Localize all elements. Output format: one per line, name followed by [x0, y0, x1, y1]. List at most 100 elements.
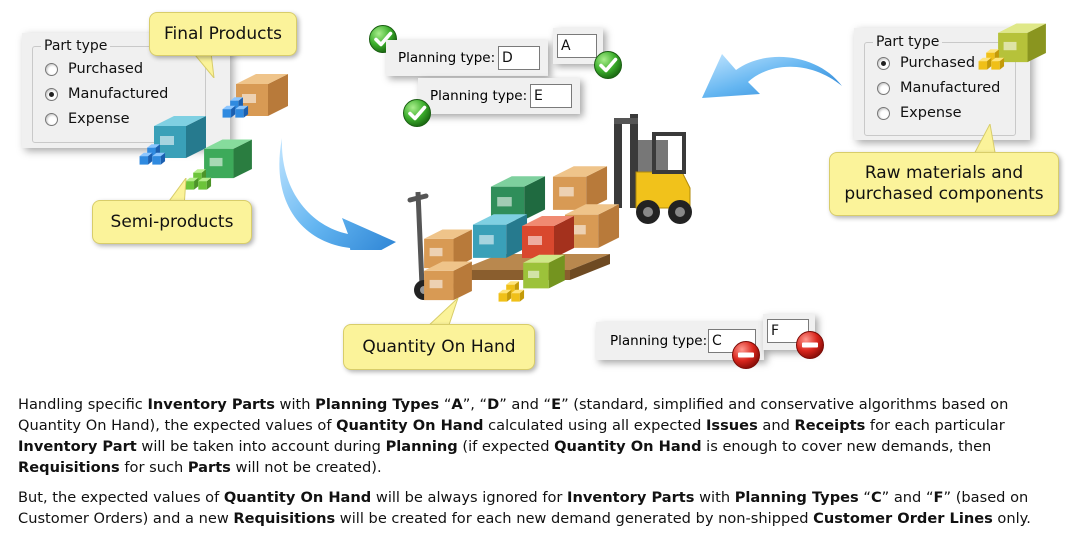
- bold-term: Quantity On Hand: [336, 417, 484, 434]
- paragraph-text: will be created for each new demand gene…: [335, 510, 814, 527]
- warehouse-illustration: [400, 110, 700, 320]
- right-part-type-group: Part type Purchased Manufactured Expense: [864, 34, 1016, 136]
- right-option-expense[interactable]: Expense: [877, 105, 962, 121]
- planning-type-field-c[interactable]: C: [708, 329, 756, 353]
- raw-materials-line1: Raw materials and: [864, 163, 1024, 183]
- bold-term: Issues: [705, 417, 758, 434]
- bold-term: Customer Order Lines: [813, 510, 993, 527]
- quantity-on-hand-callout: Quantity On Hand: [343, 324, 535, 370]
- radio-icon[interactable]: [877, 81, 890, 95]
- radio-selected-icon[interactable]: [877, 56, 890, 70]
- bold-term: F: [933, 489, 944, 506]
- paragraph-text: for such: [119, 459, 188, 476]
- paragraph-text: ”, “: [462, 396, 488, 413]
- left-option-purchased[interactable]: Purchased: [45, 61, 143, 77]
- bold-term: A: [451, 396, 463, 413]
- raw-materials-callout: Raw materials and purchased components: [829, 152, 1059, 216]
- paragraph-text: with: [274, 396, 316, 413]
- callout-pointer: [971, 124, 997, 158]
- description-paragraph-2: But, the expected values of Quantity On …: [18, 487, 1058, 529]
- paragraph-text: for each particular: [865, 417, 1005, 434]
- radio-icon[interactable]: [877, 106, 890, 120]
- radio-icon[interactable]: [45, 112, 58, 126]
- bold-term: Requisitions: [233, 510, 336, 527]
- option-label: Expense: [900, 105, 962, 121]
- box-icon: [420, 256, 476, 302]
- no-entry-icon: [795, 330, 825, 360]
- curved-arrow-icon: [279, 138, 396, 250]
- bold-term: Inventory Parts: [567, 489, 695, 506]
- paragraph-text: “: [858, 489, 871, 506]
- paragraph-text: calculated using all expected: [483, 417, 706, 434]
- radio-icon[interactable]: [45, 62, 58, 76]
- raw-materials-line2: purchased components: [844, 184, 1044, 204]
- planning-type-field-a[interactable]: A: [557, 34, 597, 58]
- bold-term: Planning Types: [315, 396, 440, 413]
- paragraph-text: But, the expected values of: [18, 489, 224, 506]
- left-part-type-group: Part type Purchased Manufactured Expense: [32, 38, 206, 143]
- bold-term: Receipts: [794, 417, 866, 434]
- final-products-label: Final Products: [164, 23, 282, 44]
- paragraph-text: “: [439, 396, 452, 413]
- cubes-icon: [137, 135, 171, 167]
- bold-term: Planning Types: [734, 489, 859, 506]
- planning-type-label: Planning type:: [398, 50, 496, 66]
- planning-type-box-bottom: Planning type: C: [596, 322, 764, 360]
- paragraph-text: will be always ignored for: [371, 489, 568, 506]
- semi-products-callout: Semi-products: [92, 200, 252, 244]
- forklift-icon: [614, 114, 692, 224]
- description-paragraph-1: Handling specific Inventory Parts with P…: [18, 394, 1058, 478]
- option-label: Manufactured: [900, 80, 1001, 96]
- final-products-callout: Final Products: [149, 12, 297, 56]
- paragraph-text: ” and “: [499, 396, 552, 413]
- paragraph-text: with: [694, 489, 735, 506]
- option-label: Expense: [68, 111, 130, 127]
- paragraph-text: ” (based on Customer Orders) and a new: [18, 489, 1029, 527]
- semi-products-label: Semi-products: [110, 211, 234, 232]
- radio-selected-icon[interactable]: [45, 87, 58, 101]
- left-option-manufactured[interactable]: Manufactured: [45, 86, 168, 102]
- planning-type-label: Planning type:: [430, 88, 528, 104]
- left-part-type-title: Part type: [41, 38, 111, 54]
- paragraph-text: ” (standard, simplified and conservative…: [18, 396, 1009, 434]
- callout-pointer: [425, 298, 459, 328]
- bold-term: Planning: [385, 438, 458, 455]
- cubes-icon: [496, 272, 530, 304]
- planning-type-box-a: A: [553, 28, 603, 64]
- paragraph-text: is enough to cover new demands, then: [701, 438, 992, 455]
- bold-term: Requisitions: [18, 459, 120, 476]
- no-entry-icon: [731, 340, 761, 370]
- planning-type-field-d[interactable]: D: [498, 46, 540, 70]
- curved-arrow-icon: [702, 54, 842, 98]
- bold-term: Inventory Part: [18, 438, 137, 455]
- bold-term: Parts: [187, 459, 231, 476]
- bold-term: E: [551, 396, 562, 413]
- bold-term: Inventory Parts: [147, 396, 275, 413]
- planning-type-field-e[interactable]: E: [530, 84, 572, 108]
- paragraph-text: will not be created).: [230, 459, 382, 476]
- planning-type-label: Planning type:: [610, 333, 708, 349]
- bold-term: Quantity On Hand: [223, 489, 372, 506]
- right-option-purchased[interactable]: Purchased: [877, 55, 975, 71]
- paragraph-text: and: [757, 417, 795, 434]
- option-label: Manufactured: [68, 86, 169, 102]
- check-icon: [593, 50, 623, 80]
- planning-type-box-top: Planning type: D: [386, 40, 548, 76]
- option-label: Purchased: [68, 61, 144, 77]
- planning-type-box-middle: Planning type: E: [418, 78, 580, 114]
- paragraph-text: Handling specific: [18, 396, 148, 413]
- right-option-manufactured[interactable]: Manufactured: [877, 80, 1000, 96]
- bold-term: D: [487, 396, 500, 413]
- paragraph-text: ” and “: [881, 489, 934, 506]
- paragraph-text: (if expected: [457, 438, 555, 455]
- right-part-type-title: Part type: [873, 34, 943, 50]
- cubes-icon: [220, 88, 254, 120]
- paragraph-text: will be taken into account during: [136, 438, 386, 455]
- quantity-on-hand-label: Quantity On Hand: [362, 336, 516, 357]
- bold-term: C: [870, 489, 882, 506]
- bold-term: Quantity On Hand: [554, 438, 702, 455]
- paragraph-text: only.: [992, 510, 1031, 527]
- option-label: Purchased: [900, 55, 976, 71]
- cubes-icon: [976, 40, 1010, 72]
- left-option-expense[interactable]: Expense: [45, 111, 130, 127]
